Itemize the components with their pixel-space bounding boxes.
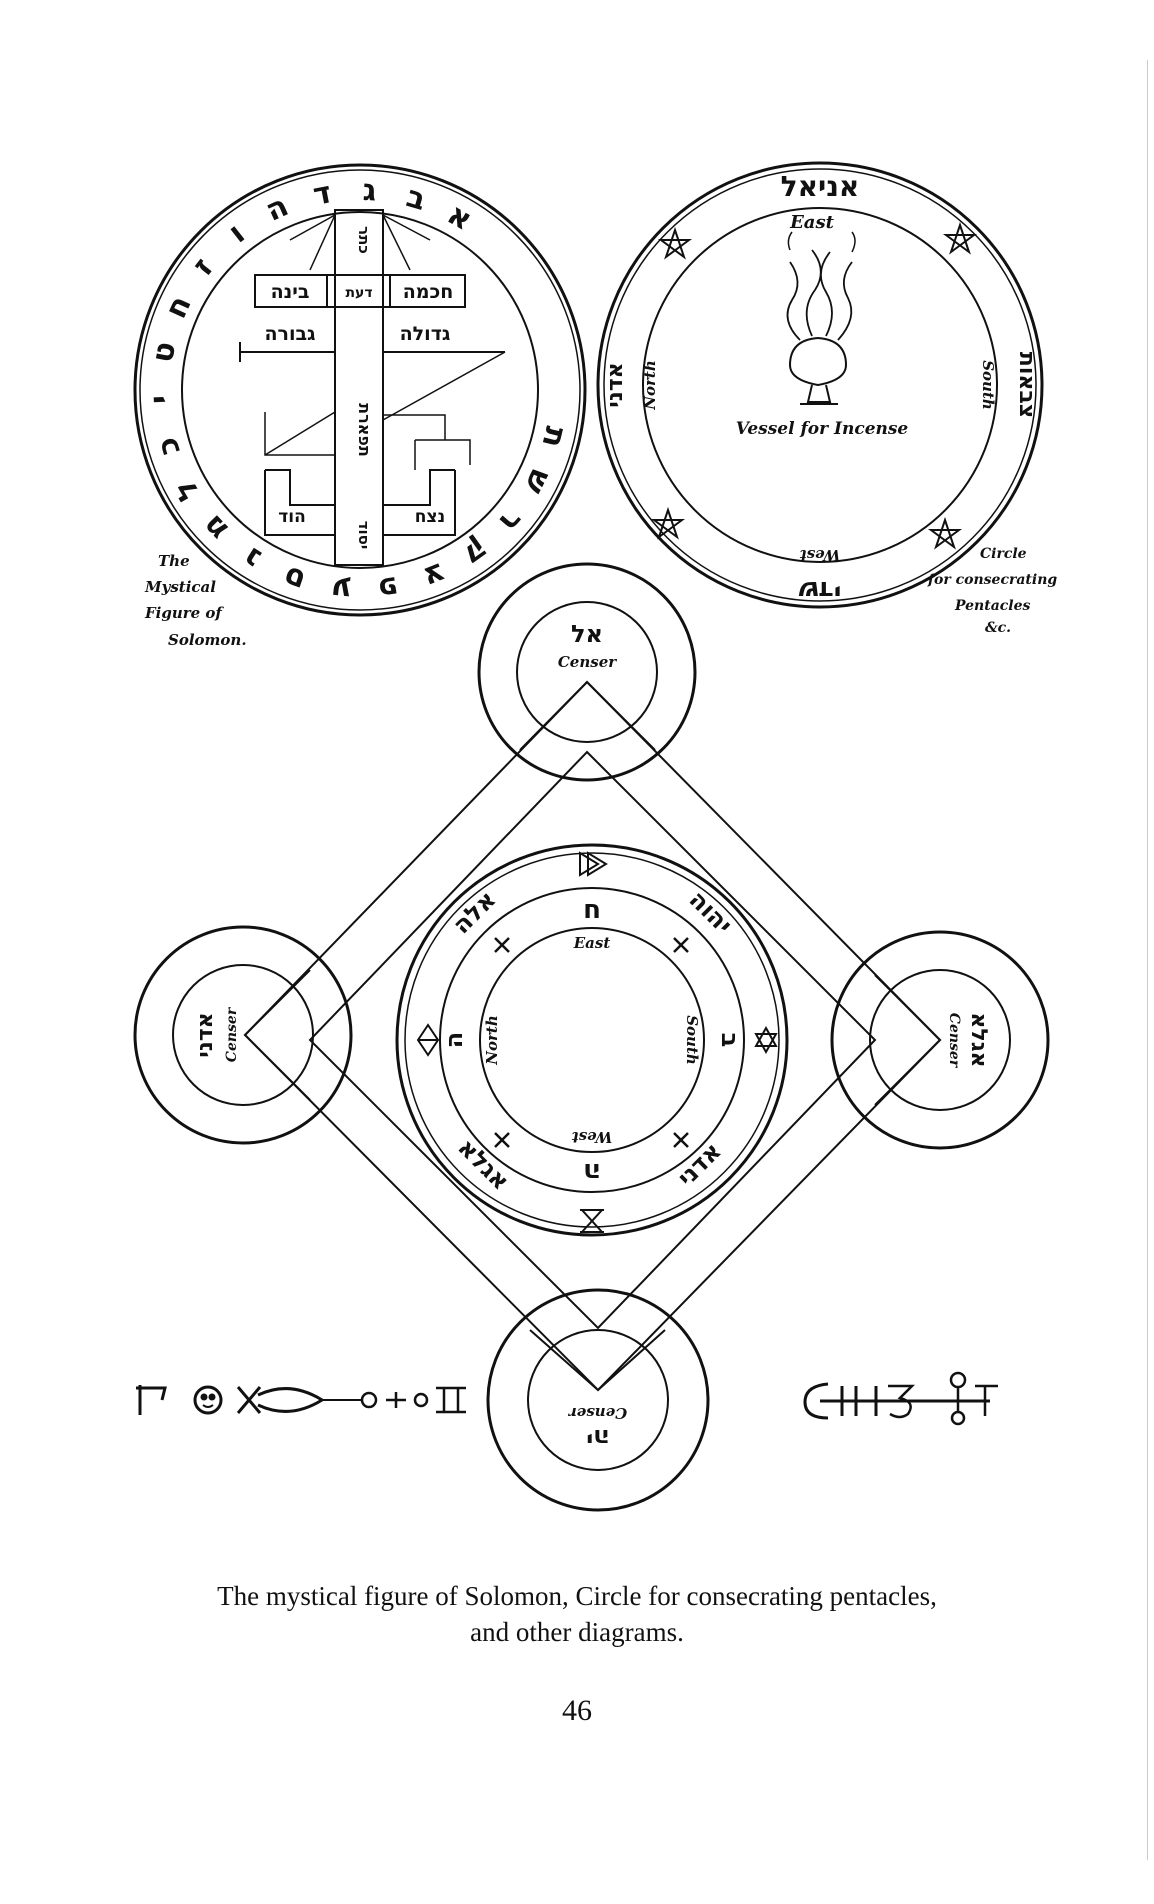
central-south: South bbox=[683, 1015, 701, 1065]
sephirah-hod: הוד bbox=[278, 507, 306, 527]
censer-top-name: אל bbox=[571, 620, 603, 648]
tree-of-life: חכמה דעת בינה גדולה גבורה תפארת נצח הוד … bbox=[239, 209, 506, 566]
censer-top-label: Censer bbox=[558, 653, 617, 671]
ring-letter: ט bbox=[145, 339, 183, 366]
pentagram-icon bbox=[657, 226, 693, 260]
incense-left-name: אדני bbox=[603, 362, 628, 407]
incense-label-line-1: Circle bbox=[980, 546, 1027, 562]
central-bottom-letter: ה bbox=[583, 1157, 601, 1187]
incense-label-line-3: Pentacles bbox=[954, 598, 1031, 614]
ring-letter: ב bbox=[402, 179, 429, 218]
censer-right: אגלא Censer bbox=[830, 930, 1050, 1150]
incense-top-name: אניאל bbox=[781, 170, 860, 203]
censer-bottom-label: Censer bbox=[568, 1404, 627, 1422]
sephirah-daath: דעת bbox=[345, 285, 372, 301]
incense-south: South bbox=[979, 360, 997, 410]
pentagram-icon bbox=[650, 506, 686, 540]
pentagram-icon bbox=[942, 221, 978, 255]
censer-bottom: Censer יה bbox=[486, 1288, 710, 1512]
incense-label-line-2: for consecrating bbox=[927, 572, 1057, 588]
censer-diamond: אל Censer אדני Censer אגלא Censer Censer… bbox=[133, 562, 1050, 1512]
ring-letter: ה bbox=[260, 188, 293, 228]
cross-mark-icon bbox=[494, 937, 689, 1148]
sephirah-keter: כתר bbox=[355, 226, 373, 254]
central-west: West bbox=[572, 1128, 613, 1146]
diamond-sigil-icon bbox=[416, 1023, 440, 1057]
ring-letter: ח bbox=[158, 290, 198, 323]
incense-bottom-name: שדי bbox=[798, 575, 841, 605]
ring-letter: ס bbox=[279, 559, 310, 599]
censer-left-label: Censer bbox=[224, 1006, 240, 1062]
ring-letter: ת bbox=[534, 423, 573, 451]
censer-right-name: אגלא bbox=[966, 1012, 991, 1067]
ring-letter: ד bbox=[310, 175, 334, 213]
triangle-sigil-icon bbox=[579, 851, 608, 877]
ring-letter: י bbox=[143, 394, 178, 404]
ring-letter: ש bbox=[516, 463, 558, 499]
vessel-label: Vessel for Incense bbox=[736, 419, 909, 439]
ring-letter: ר bbox=[492, 502, 530, 539]
ring-letter: ל bbox=[168, 473, 207, 506]
solomon-label-line-2: Mystical bbox=[144, 578, 216, 596]
incense-right-name: צבאות bbox=[1014, 352, 1039, 418]
incense-circle: אניאל אדני צבאות שדי East North South We… bbox=[596, 161, 1057, 636]
ring-letter: צ bbox=[419, 555, 450, 595]
hourglass-sigil-icon bbox=[579, 1209, 605, 1233]
sephirah-geburah: גבורה bbox=[264, 323, 315, 345]
central-circle: East North South West ח ה ב ה אלה יהוה א… bbox=[395, 843, 789, 1237]
ring-letter: ו bbox=[222, 216, 252, 250]
ring-letter: ז bbox=[186, 251, 221, 282]
central-left-letter: ה bbox=[440, 1032, 468, 1049]
censer-top: אל Censer bbox=[477, 562, 697, 782]
caption-line-2: and other diagrams. bbox=[470, 1617, 684, 1647]
censer-right-label: Censer bbox=[946, 1013, 962, 1069]
incense-north: North bbox=[641, 360, 659, 410]
incense-label-line-4: &c. bbox=[985, 620, 1011, 636]
central-top-letter: ח bbox=[583, 895, 601, 925]
ring-letter: פ bbox=[376, 569, 401, 606]
pentagram-icon bbox=[927, 516, 963, 550]
ring-letter: א bbox=[442, 197, 478, 238]
sigil-row-right bbox=[803, 1371, 998, 1426]
solomon-label-line-3: Figure of bbox=[144, 604, 224, 622]
incense-west: West bbox=[800, 546, 841, 564]
incense-east: East bbox=[789, 212, 835, 233]
censer-left-name: אדני bbox=[193, 1012, 218, 1057]
ring-letter: נ bbox=[237, 539, 267, 576]
central-name-upper-left: אלה bbox=[447, 885, 501, 939]
solomon-label-line-1: The bbox=[158, 552, 190, 570]
binding-edge bbox=[1147, 60, 1148, 1860]
ring-letter: ג bbox=[362, 173, 377, 209]
central-east: East bbox=[573, 934, 611, 952]
central-north: North bbox=[483, 1015, 501, 1065]
sephirah-chokmah: חכמה bbox=[403, 281, 454, 303]
central-name-lower-right: אדני bbox=[672, 1137, 727, 1192]
sigil-row-left bbox=[136, 1385, 466, 1415]
sephirah-gedulah: גדולה bbox=[400, 323, 451, 345]
ring-letter: כ bbox=[149, 433, 187, 459]
censer-bottom-name: יה bbox=[586, 1424, 610, 1452]
incense-vessel-icon bbox=[786, 231, 856, 405]
sephirah-yesod: יסוד bbox=[355, 521, 373, 550]
caption-line-1: The mystical figure of Solomon, Circle f… bbox=[217, 1581, 937, 1611]
page-number: 46 bbox=[562, 1694, 592, 1727]
ring-letter: ע bbox=[329, 570, 352, 607]
ring-letter: ק bbox=[457, 532, 495, 573]
sephirah-tiphareth: תפארת bbox=[355, 403, 374, 457]
solomon-label-line-4: Solomon. bbox=[168, 631, 247, 649]
figure-caption: The mystical figure of Solomon, Circle f… bbox=[0, 1578, 1154, 1650]
sephirah-binah: בינה bbox=[271, 281, 310, 303]
central-right-letter: ב bbox=[716, 1033, 744, 1048]
hexagram-icon bbox=[754, 1025, 778, 1055]
censer-left: אדני Censer bbox=[133, 925, 353, 1145]
sephirah-netzach: נצח bbox=[415, 507, 445, 527]
